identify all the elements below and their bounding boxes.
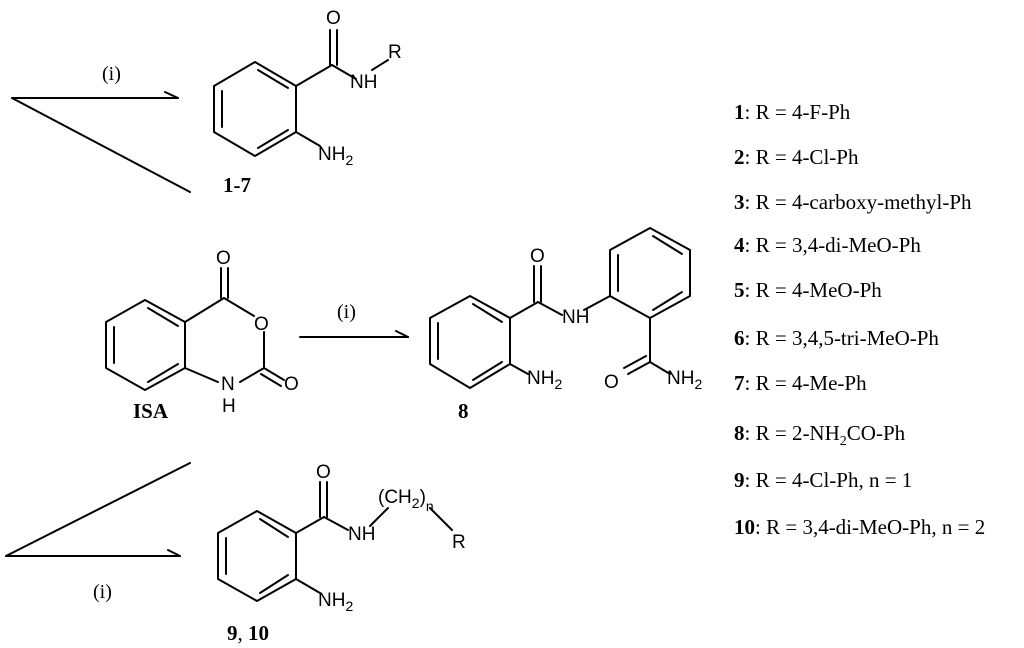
legend-substituent: R = 4-Cl-Ph, n = 1 <box>755 468 913 492</box>
legend-substituent: R = 4-F-Ph <box>755 100 851 124</box>
compound-8-amide-nh2: NH2 <box>667 368 702 392</box>
arrow-to-bottom-product <box>5 462 191 557</box>
legend-row-2: 2: R = 4-Cl-Ph <box>734 145 858 170</box>
legend-row-3: 3: R = 4-carboxy-methyl-Ph <box>734 190 972 215</box>
legend-row-5: 5: R = 4-MeO-Ph <box>734 278 882 303</box>
legend-substituent: R = 3,4,5-tri-MeO-Ph <box>755 326 939 350</box>
legend-compound-number: 1 <box>734 100 745 124</box>
isa-nitrogen-hydrogen: H <box>222 396 236 417</box>
amide-nh-top: NH <box>350 72 377 93</box>
arrow-to-compound-8 <box>299 330 409 338</box>
r-group-top: R <box>388 42 402 63</box>
legend-separator: : <box>744 233 756 257</box>
legend-compound-number: 4 <box>734 233 745 257</box>
legend-compound-number: 10 <box>734 515 755 539</box>
legend-substituent: R = 2-NH <box>755 421 840 445</box>
legend-substituent: R = 4-carboxy-methyl-Ph <box>755 190 972 214</box>
legend-row-10: 10: R = 3,4-di-MeO-Ph, n = 2 <box>734 515 985 540</box>
legend-row-8: 8: R = 2-NH2CO-Ph <box>734 421 905 450</box>
benzene-ring-8-left <box>429 295 511 389</box>
legend-separator: : <box>744 421 756 445</box>
reaction-condition-top: (i) <box>102 63 121 85</box>
reaction-condition-middle: (i) <box>337 301 356 323</box>
compound-8-carbonyl-oxygen: O <box>530 246 545 267</box>
legend-separator: : <box>744 190 756 214</box>
legend-row-7: 7: R = 4-Me-Ph <box>734 371 867 396</box>
legend-row-9: 9: R = 4-Cl-Ph, n = 1 <box>734 468 912 493</box>
legend-row-1: 1: R = 4-F-Ph <box>734 100 850 125</box>
isa-carbonyl-oxygen-top: O <box>216 248 231 269</box>
legend-subscript: 2 <box>839 434 847 450</box>
compound-label-8: 8 <box>458 399 469 423</box>
legend-substituent: R = 4-MeO-Ph <box>755 278 882 302</box>
legend-compound-number: 9 <box>734 468 745 492</box>
bottom-amide-nh: NH <box>348 524 375 545</box>
legend-separator: : <box>744 468 756 492</box>
legend-substituent: R = 4-Me-Ph <box>755 371 867 395</box>
benzene-ring-top <box>213 61 297 157</box>
legend-row-4: 4: R = 3,4-di-MeO-Ph <box>734 233 921 258</box>
legend-separator: : <box>755 515 767 539</box>
legend-separator: : <box>744 326 756 350</box>
benzene-ring-8-right <box>609 227 691 319</box>
legend-substituent: R = 3,4-di-MeO-Ph <box>755 233 921 257</box>
legend-compound-number: 7 <box>734 371 745 395</box>
legend-compound-number: 3 <box>734 190 745 214</box>
r-group-bottom: R <box>452 532 466 553</box>
legend-separator: : <box>744 371 756 395</box>
compound-8-amide-oxygen: O <box>604 372 619 393</box>
legend-row-6: 6: R = 3,4,5-tri-MeO-Ph <box>734 326 939 351</box>
legend-separator: : <box>744 145 756 169</box>
compound-8-amine-nh2: NH2 <box>527 368 562 392</box>
isa-ring-nitrogen: N <box>221 374 235 395</box>
methylene-chain: (CH2)n <box>378 487 434 514</box>
reaction-condition-bottom: (i) <box>93 581 112 603</box>
legend-separator: : <box>744 100 756 124</box>
legend-separator: : <box>744 278 756 302</box>
isa-carbonyl-oxygen-right: O <box>284 374 299 395</box>
benzene-ring-isa <box>105 299 186 391</box>
compound-8-structure <box>429 227 691 389</box>
carbonyl-oxygen-top: O <box>326 8 341 29</box>
legend-substituent: R = 4-Cl-Ph <box>755 145 859 169</box>
isatoic-anhydride-structure <box>105 267 285 391</box>
product-9-10-structure <box>217 481 453 602</box>
legend-substituent-suffix: CO-Ph <box>846 421 906 445</box>
bottom-amine-nh2: NH2 <box>318 590 353 614</box>
legend-substituent: R = 3,4-di-MeO-Ph, n = 2 <box>766 515 986 539</box>
compound-label-isa: ISA <box>133 399 169 423</box>
product-1-7-structure <box>213 29 389 157</box>
amine-nh2-top: NH2 <box>318 144 353 168</box>
legend-compound-number: 5 <box>734 278 745 302</box>
compound-8-amide-nh: NH <box>562 307 589 328</box>
compound-label-1-7: 1-7 <box>223 173 251 197</box>
legend-compound-number: 6 <box>734 326 745 350</box>
compound-label-9-10: 9, 10 <box>227 621 269 645</box>
arrow-to-top-product <box>11 91 191 193</box>
legend-compound-number: 8 <box>734 421 745 445</box>
bottom-carbonyl-oxygen: O <box>316 462 331 483</box>
isa-ring-oxygen: O <box>254 314 269 335</box>
benzene-ring-bottom <box>217 510 297 602</box>
legend-compound-number: 2 <box>734 145 745 169</box>
